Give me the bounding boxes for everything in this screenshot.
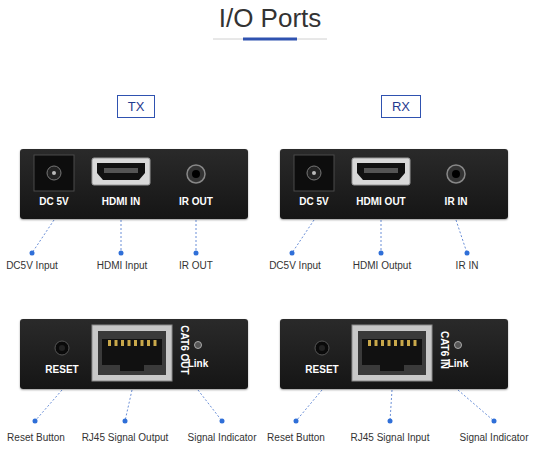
callout-label: Signal Indicator [460, 433, 529, 443]
title-underline [243, 38, 297, 41]
port-label: DC 5V [299, 197, 328, 207]
port-label: RESET [45, 365, 78, 375]
leader-dot [220, 419, 225, 424]
leader-line [296, 390, 322, 421]
leader-line [456, 220, 467, 253]
leader-line [121, 220, 122, 253]
leader-dot [388, 419, 393, 424]
leader-line [390, 390, 392, 421]
leader-dot [294, 419, 299, 424]
callout-label: RJ45 Signal Input [351, 433, 430, 443]
callout-label: DC5V Input [6, 261, 58, 271]
port-art [20, 149, 248, 219]
callout-label: DC5V Input [269, 261, 321, 271]
callout-label: Reset Button [7, 433, 65, 443]
unit-tag: RX [381, 95, 421, 118]
title-rule [213, 39, 327, 40]
leader-dot [465, 251, 470, 256]
port-label: Link [188, 359, 209, 369]
port-label: DC 5V [39, 197, 68, 207]
port-label: IR OUT [179, 197, 213, 207]
callout-label: Reset Button [267, 433, 325, 443]
network-port-art [280, 319, 508, 389]
leader-line [196, 220, 197, 253]
leader-line [292, 220, 314, 253]
callout-label: RJ45 Signal Output [82, 433, 169, 443]
port-label: HDMI IN [102, 197, 140, 207]
device-panel: RESET CAT6 INLink [280, 319, 508, 389]
leader-line [458, 390, 494, 421]
port-label: Link [448, 359, 469, 369]
callout-label: HDMI Output [353, 261, 411, 271]
page-title: I/O Ports [219, 5, 322, 31]
unit-name: RX [392, 100, 410, 113]
leader-line [198, 390, 222, 421]
leader-dot [492, 419, 497, 424]
leader-dot [194, 251, 199, 256]
callout-label: Signal Indicator [188, 433, 257, 443]
port-label: RESET [305, 365, 338, 375]
leader-line [32, 220, 54, 253]
device-panel: RESET CAT6 OUTLink [20, 319, 248, 389]
device-panel: DC 5V HDMI OUT IR IN [280, 149, 508, 219]
leader-dot [123, 419, 128, 424]
leader-dot [33, 419, 38, 424]
unit-name: TX [128, 100, 145, 113]
leader-dot [119, 251, 124, 256]
network-port-art [20, 319, 248, 389]
leader-line [125, 390, 132, 421]
leader-dot [30, 251, 35, 256]
leader-dot [379, 251, 384, 256]
unit-tag: TX [117, 95, 156, 118]
callout-label: IR IN [456, 261, 479, 271]
port-label: CAT6 OUT [179, 325, 189, 374]
device-panel: DC 5V HDMI IN IR OUT [20, 149, 248, 219]
leader-line [35, 390, 62, 421]
leader-line [381, 220, 382, 253]
port-label: IR IN [445, 197, 468, 207]
leader-dot [290, 251, 295, 256]
port-label: HDMI OUT [356, 197, 405, 207]
callout-label: IR OUT [179, 261, 213, 271]
port-art [280, 149, 508, 219]
port-label: CAT6 IN [439, 331, 449, 369]
callout-label: HDMI Input [97, 261, 148, 271]
